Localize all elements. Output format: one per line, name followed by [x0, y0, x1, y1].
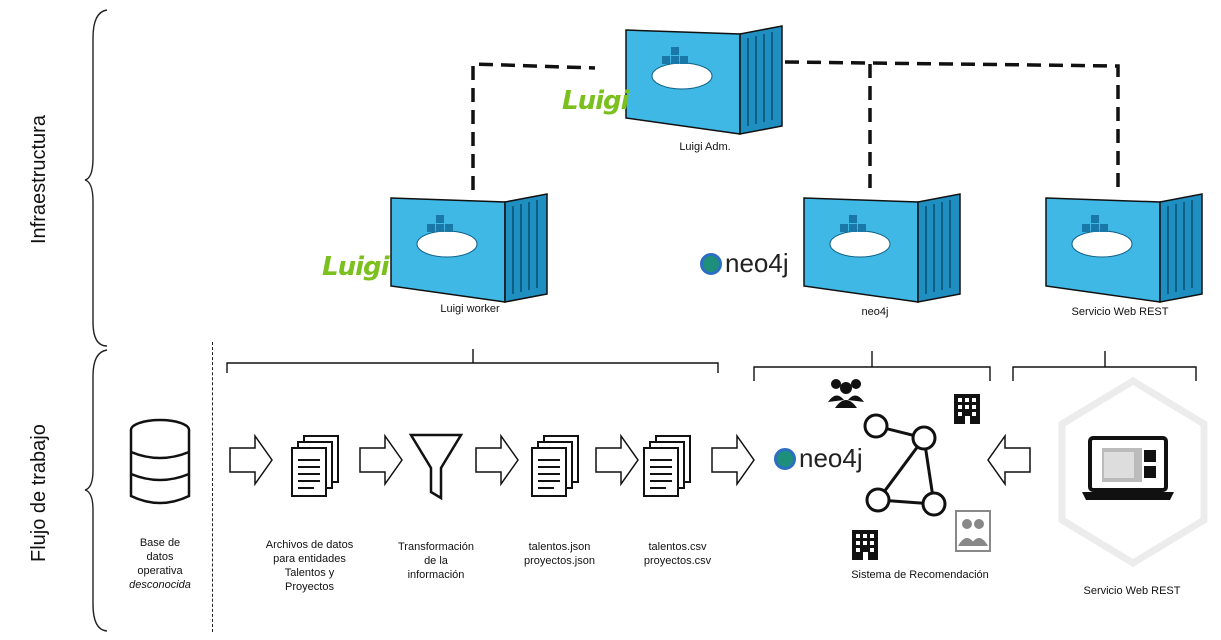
- database-icon: [129, 418, 191, 505]
- separator-line: [212, 342, 213, 632]
- label-json: talentos.json proyectos.json: [524, 541, 595, 567]
- laptop-icon: [1082, 436, 1174, 500]
- container-luigi-adm: [625, 25, 783, 135]
- graph-icon: [863, 413, 947, 517]
- group-brackets: [226, 349, 1197, 381]
- label-transform: Transformación de la información: [397, 541, 474, 581]
- building-icon-top: [954, 394, 980, 424]
- label-luigi-worker: Luigi worker: [440, 303, 500, 315]
- documents-icon-3: [643, 435, 691, 497]
- infra-connections: [471, 60, 1120, 192]
- neo4j-logo-workflow: neo4j: [774, 443, 863, 474]
- label-files: Archivos de datos para entidades Talento…: [265, 539, 354, 593]
- label-csv: talentos.csv proyectos.csv: [643, 541, 712, 567]
- label-recsys: Sistema de Recomendación: [851, 569, 989, 581]
- neo4j-logo-icon: [774, 447, 796, 470]
- container-neo4j: [803, 193, 961, 303]
- flow-arrows: [229, 433, 1031, 487]
- luigi-logo-worker: Luigi: [322, 252, 390, 282]
- label-rest-workflow: Servicio Web REST: [1083, 585, 1181, 597]
- building-icon-bottom: [852, 530, 878, 560]
- filter-icon: [408, 433, 464, 501]
- workflow-brace: [84, 349, 108, 632]
- label-neo4j: neo4j: [861, 306, 889, 318]
- profile-icon: [955, 510, 991, 552]
- infra-brace: [84, 9, 108, 347]
- neo4j-logo-infra: neo4j: [700, 248, 789, 279]
- label-luigi-adm: Luigi Adm.: [679, 141, 731, 153]
- label-rest: Servicio Web REST: [1071, 306, 1169, 318]
- label-database: Base de datos operativa desconocida: [129, 537, 191, 591]
- people-icon: [828, 379, 864, 408]
- neo4j-logo-icon: [700, 252, 722, 275]
- documents-icon-2: [531, 435, 579, 497]
- container-luigi-worker: [390, 193, 548, 303]
- luigi-logo-adm: Luigi: [562, 86, 630, 116]
- container-rest: [1045, 193, 1203, 303]
- documents-icon-1: [291, 435, 339, 497]
